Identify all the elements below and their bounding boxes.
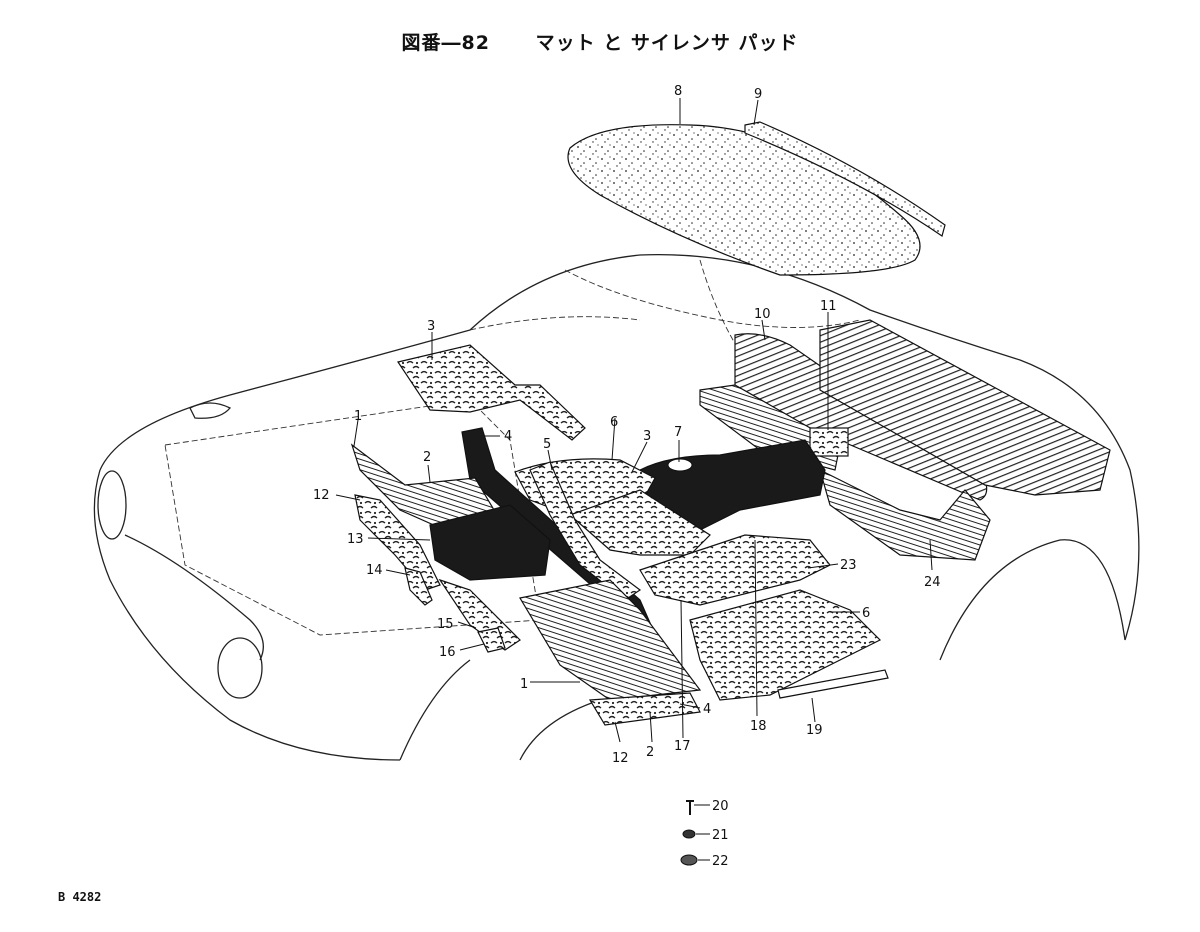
callout-7: 7 — [674, 425, 682, 440]
figure-number: 図番―82 — [401, 32, 490, 54]
rear-floor-felt-pad — [689, 589, 882, 701]
floor-mat-edge — [588, 692, 701, 726]
callout-11: 11 — [820, 299, 837, 314]
callout-9: 9 — [754, 87, 762, 102]
small-pad-16 — [477, 627, 506, 653]
callout-8: 8 — [674, 84, 682, 99]
callout-2-bottom: 2 — [646, 745, 654, 760]
grommet-icon — [682, 829, 696, 839]
callout-6-top: 6 — [610, 415, 618, 430]
screw-icon — [686, 800, 694, 815]
callout-14: 14 — [366, 563, 383, 578]
callout-3-top: 3 — [427, 319, 435, 334]
roof-rail-pad — [744, 121, 946, 237]
rear-seat-pad — [639, 534, 831, 606]
callout-3-mid: 3 — [643, 429, 651, 444]
side-pad-15 — [438, 578, 521, 651]
callout-21: 21 — [712, 828, 729, 843]
kick-pad-left — [354, 494, 441, 591]
figure-title: マット と サイレンサ パッド — [535, 32, 799, 54]
callout-23: 23 — [840, 558, 857, 573]
callout-24: 24 — [924, 575, 941, 590]
callout-6-bottom: 6 — [862, 606, 870, 621]
callout-17: 17 — [674, 739, 691, 754]
front-floor-mat-main — [519, 579, 702, 701]
callout-15: 15 — [437, 617, 454, 632]
callout-13: 13 — [347, 532, 364, 547]
callout-12-bottom: 12 — [612, 751, 629, 766]
callout-4-bottom: 4 — [703, 702, 711, 717]
callout-20: 20 — [712, 799, 729, 814]
rear-floor-mat — [819, 319, 1111, 496]
rear-lower-mat — [819, 468, 991, 561]
callout-labels: 8 9 10 11 3 1 4 5 6 3 7 2 12 13 14 15 16… — [313, 84, 941, 869]
tunnel-hole — [667, 458, 693, 472]
sill-strip-inner — [529, 461, 642, 601]
callout-16: 16 — [439, 645, 456, 660]
callout-10: 10 — [754, 307, 771, 322]
callout-18: 18 — [750, 719, 767, 734]
callout-1-bottom: 1 — [520, 677, 528, 692]
nut-icon — [680, 854, 698, 866]
callout-2-top: 2 — [423, 450, 431, 465]
callout-22: 22 — [712, 854, 729, 869]
document-code: B 4282 — [58, 890, 102, 904]
callout-1-top: 1 — [354, 409, 362, 424]
callout-5: 5 — [543, 437, 551, 452]
front-dark-panel — [429, 504, 551, 581]
trim-strip — [777, 669, 889, 699]
page-title: 図番―82 マット と サイレンサ パッド — [0, 28, 1200, 55]
callout-19: 19 — [806, 723, 823, 738]
rear-center-pad — [809, 427, 849, 457]
callout-12-top: 12 — [313, 488, 330, 503]
roof-lining-pad — [567, 124, 921, 276]
small-pad-14 — [404, 567, 433, 606]
leader-lines — [335, 98, 933, 861]
callout-4-top: 4 — [504, 429, 512, 444]
floor-pad-front — [397, 344, 586, 441]
